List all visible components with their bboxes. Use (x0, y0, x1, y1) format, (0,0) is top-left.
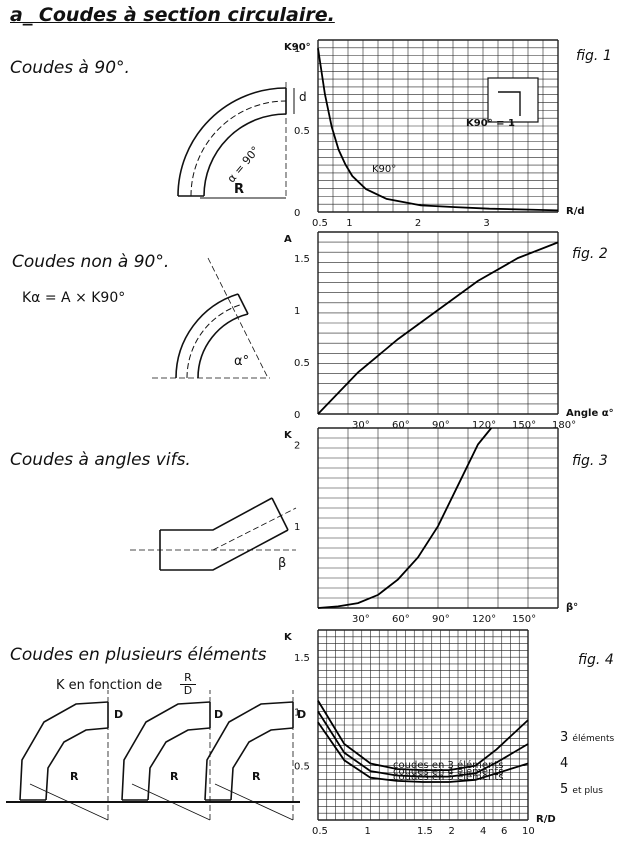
fraction-r-d: R D (180, 672, 196, 697)
sharp-bend-lower (160, 529, 289, 571)
fig-label-1: fig. 1 (576, 48, 612, 64)
fig4-ytick: 0.5 (294, 762, 310, 773)
fig1-series-0 (317, 48, 559, 212)
side-label-5-text: et plus (572, 786, 603, 796)
fig1-xlabel: R/d (566, 206, 585, 217)
sharp-bend-upper (160, 497, 273, 531)
fig4-series-2 (317, 721, 529, 783)
subheading-k-fonction: K en fonction de (56, 678, 163, 693)
diagram2-alpha: α° (234, 354, 250, 369)
fig3-xtick: 30° (352, 614, 370, 625)
fig4-xtick: 1 (365, 826, 371, 837)
fig2-xtick: 150° (512, 420, 536, 431)
fig4-curve-label-0: coudes en 3 éléments (393, 759, 504, 771)
elbow-non90-inner (197, 313, 249, 379)
fig3-xtick: 150° (512, 614, 536, 625)
fig4-xtick: 4 (480, 826, 486, 837)
fig2-xtick: 120° (472, 420, 496, 431)
fig1-xtick: 2 (415, 218, 421, 229)
fig2-ytick: 1 (294, 306, 300, 317)
fig1-inset-elbow (498, 91, 521, 116)
fig3-series-0 (317, 427, 492, 609)
fig2-xtick: 90° (432, 420, 450, 431)
fraction-num: R (180, 672, 196, 685)
fig1-inset-label: K90° = 1 (466, 118, 515, 129)
side-label-3-text: éléments (572, 734, 615, 744)
heading-angles-vifs: Coudes à angles vifs. (10, 450, 191, 470)
diagram4-R-2: R (170, 770, 179, 783)
fig1-ytick: 0 (294, 208, 300, 219)
fig4-series-1 (317, 710, 529, 778)
fig3-ytick: 1 (294, 522, 300, 533)
fig4-xtick: 0.5 (312, 826, 328, 837)
side-label-4: 4 (560, 756, 568, 771)
page-title: a_ Coudes à section circulaire. (10, 4, 335, 26)
fig3-xlabel: β° (566, 602, 578, 613)
fraction-den: D (183, 684, 193, 697)
fig1-xtick: 0.5 (312, 218, 328, 229)
diagram4-D-1: D (114, 708, 124, 721)
fig4-xtick: 2 (449, 826, 455, 837)
diagram4-D-3: D (297, 708, 307, 721)
fig-label-4: fig. 4 (578, 652, 614, 668)
side-label-5: 5 et plus (560, 782, 603, 797)
fig3-xtick: 120° (472, 614, 496, 625)
fig3-ylabel: K (284, 430, 293, 441)
fig2-xtick: 60° (392, 420, 410, 431)
fig2-xlabel: Angle α° (566, 408, 614, 419)
fig4-ylabel: K (284, 632, 293, 643)
fig1-ytick: 1 (294, 44, 300, 55)
fig1-xtick: 1 (346, 218, 352, 229)
fig4-curve-label-2: coudes en 5 éléments (393, 771, 504, 783)
fig4-xtick: 10 (522, 826, 535, 837)
fig1-inset-box (487, 77, 539, 123)
diagram1-d: d (299, 90, 307, 104)
formula-k-alpha: Kα = A × K90° (22, 290, 126, 306)
fig1-xtick: 3 (483, 218, 489, 229)
fig4-ytick: 1.5 (294, 653, 310, 664)
fig2-ytick: 1.5 (294, 254, 310, 265)
fig3-ytick: 2 (294, 440, 300, 451)
fig4-xtick: 6 (501, 826, 507, 837)
diagram4-D-2: D (214, 708, 224, 721)
fig1-ytick: 0.5 (294, 126, 310, 137)
fig2-ylabel: A (284, 234, 292, 245)
side-label-3: 3 éléments (560, 730, 614, 745)
fig4-xtick: 1.5 (417, 826, 433, 837)
diagram1-R: R (234, 182, 245, 197)
fig4-xlabel: R/D (536, 814, 556, 825)
fig4-ytick: 1 (294, 707, 300, 718)
fig2-ytick: 0 (294, 410, 300, 421)
fig1-ylabel: K90° (284, 42, 311, 53)
diagram4-R-3: R (252, 770, 261, 783)
fig2-xtick: 180° (552, 420, 576, 431)
side-label-3-num: 3 (560, 730, 569, 745)
elbow-90-outer (177, 87, 287, 197)
fig2-ytick: 0.5 (294, 358, 310, 369)
side-label-4-num: 4 (560, 756, 569, 771)
heading-coudes-non-90: Coudes non à 90°. (12, 252, 170, 272)
fig4-curve-label-1: coudes en 4 éléments (393, 766, 504, 778)
fig3-xtick: 60° (392, 614, 410, 625)
elbow-90-inner (203, 113, 287, 197)
fig-label-3: fig. 3 (572, 453, 608, 469)
side-label-5-num: 5 (560, 782, 569, 797)
fig1-curve-label: K90° (372, 164, 396, 175)
diagram3-beta: β (278, 556, 287, 571)
fig2-xtick: 30° (352, 420, 370, 431)
fig-label-2: fig. 2 (572, 246, 608, 262)
elbow-90-center (190, 100, 287, 197)
diagram4-R-1: R (70, 770, 79, 783)
elbow-non90-outer (175, 293, 239, 379)
heading-coudes-90: Coudes à 90°. (10, 58, 130, 78)
fig2-series-0 (317, 241, 559, 415)
fig3-xtick: 90° (432, 614, 450, 625)
heading-plusieurs-elements: Coudes en plusieurs éléments (10, 645, 267, 665)
fig4-series-0 (317, 700, 529, 771)
